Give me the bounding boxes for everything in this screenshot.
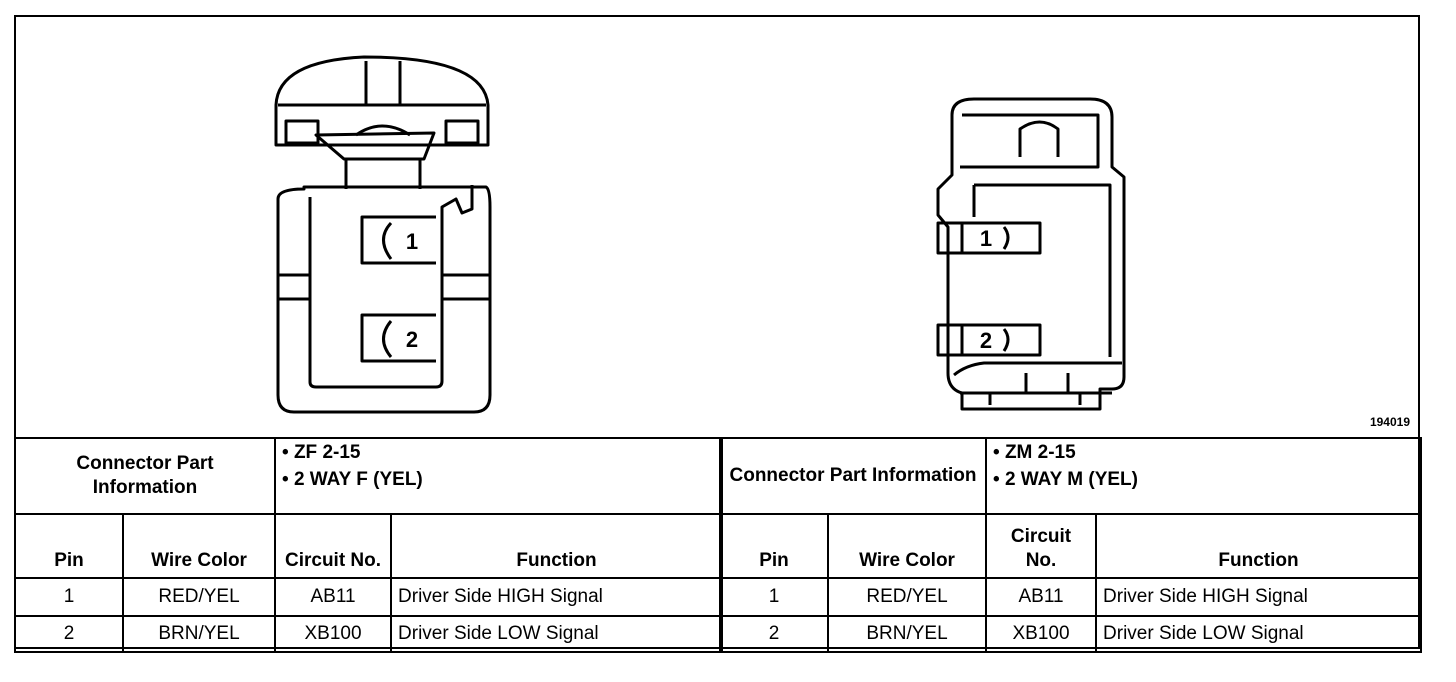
table-row: 1 RED/YEL AB11 Driver Side HIGH Signal — [14, 577, 724, 617]
table-row: 1 RED/YEL AB11 Driver Side HIGH Signal — [719, 577, 1423, 617]
wire-color-cell: RED/YEL — [121, 577, 277, 617]
function-cell: Driver Side LOW Signal — [390, 615, 724, 653]
pin-cell: 2 — [14, 615, 124, 653]
wire-color-cell: RED/YEL — [826, 577, 988, 617]
col-header-wire-color: Wire Color — [121, 513, 277, 579]
circuit-cell: XB100 — [985, 615, 1098, 653]
part-info-item: • ZF 2-15 — [282, 442, 361, 463]
part-info-item: • ZM 2-15 — [993, 442, 1076, 463]
male-connector-table: Connector Part Information • ZM 2-15 • 2… — [718, 437, 1423, 653]
table-row: 2 BRN/YEL XB100 Driver Side LOW Signal — [14, 615, 724, 653]
col-header-wire-color: Wire Color — [826, 513, 988, 579]
male-pin-2-label: 2 — [980, 328, 992, 353]
col-header-pin: Pin — [719, 513, 829, 579]
figure-id: 194019 — [1369, 415, 1410, 429]
col-header-function: Function — [390, 513, 724, 579]
female-pin-2-label: 2 — [406, 327, 418, 352]
connector-drawings: 1 2 1 2 — [274, 55, 1126, 414]
diagram-frame: 1 2 1 2 194019 Connector Part Informatio… — [13, 15, 1423, 653]
col-header-circuit: Circuit No. — [274, 513, 393, 579]
wire-color-cell: BRN/YEL — [121, 615, 277, 653]
function-cell: Driver Side HIGH Signal — [1095, 577, 1423, 617]
circuit-cell: AB11 — [985, 577, 1098, 617]
pin-cell: 2 — [719, 615, 829, 653]
col-header-circuit: Circuit No. — [985, 513, 1098, 579]
function-cell: Driver Side LOW Signal — [1095, 615, 1423, 653]
circuit-cell: AB11 — [274, 577, 393, 617]
female-connector-drawing — [274, 55, 492, 414]
col-header-pin: Pin — [14, 513, 124, 579]
wire-color-cell: BRN/YEL — [826, 615, 988, 653]
male-pin-1-label: 1 — [980, 226, 992, 251]
part-info-item: • 2 WAY F (YEL) — [282, 469, 423, 490]
female-connector-table: Connector Part Information • ZF 2-15 • 2… — [13, 437, 724, 653]
col-header-function: Function — [1095, 513, 1423, 579]
male-connector-drawing — [936, 97, 1126, 411]
pin-cell: 1 — [719, 577, 829, 617]
circuit-cell: XB100 — [274, 615, 393, 653]
part-info-label: Connector Part Information — [13, 437, 277, 515]
female-pin-1-label: 1 — [406, 229, 418, 254]
pin-cell: 1 — [14, 577, 124, 617]
function-cell: Driver Side HIGH Signal — [390, 577, 724, 617]
table-row: 2 BRN/YEL XB100 Driver Side LOW Signal — [719, 615, 1423, 653]
part-info-label: Connector Part Information — [718, 437, 988, 515]
part-info-list: • ZF 2-15 • 2 WAY F (YEL) — [274, 437, 724, 515]
part-info-list: • ZM 2-15 • 2 WAY M (YEL) — [985, 437, 1423, 515]
part-info-item: • 2 WAY M (YEL) — [993, 469, 1138, 490]
